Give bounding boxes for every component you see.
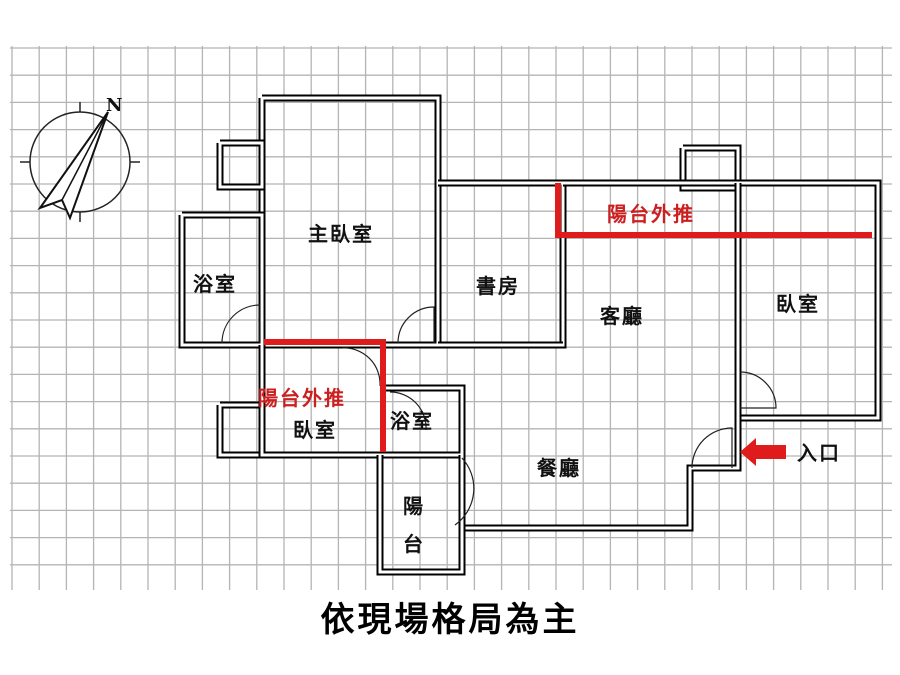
wall-segment [218,141,264,189]
room-bedroom-right: 臥室 [776,292,820,316]
wall-segment [216,401,266,459]
balcony-extension-label-top: 陽台外推 [607,202,695,226]
plan-title: 依現場格局為主 [320,600,580,640]
room-balcony-char2: 台 [403,532,425,556]
room-bath-left: 浴室 [193,272,237,296]
room-master-bedroom: 主臥室 [308,222,374,246]
wall-segment [438,179,567,349]
room-balcony-char1: 陽 [403,494,425,518]
room-dining: 餐廳 [537,456,581,480]
entrance-label: 入口 [797,441,841,465]
wall-segment [216,139,266,191]
grid-background [10,46,892,590]
walls [178,94,882,576]
room-bedroom-lower: 臥室 [293,418,337,442]
compass-north-label: N [106,95,125,116]
wall-segment [378,455,464,574]
entrance-arrow-icon [740,438,786,466]
room-living: 客廳 [600,304,644,328]
wall-segment [462,183,740,530]
wall-segment [563,181,880,420]
room-study: 書房 [476,274,520,298]
balcony-extension-lines [264,183,872,452]
room-bath-lower: 浴室 [390,409,434,433]
doors [221,304,777,526]
balcony-extension-label-left: 陽台外推 [258,386,346,410]
compass-icon [20,102,140,222]
wall-segment [218,403,264,457]
wall-segment [438,181,565,347]
